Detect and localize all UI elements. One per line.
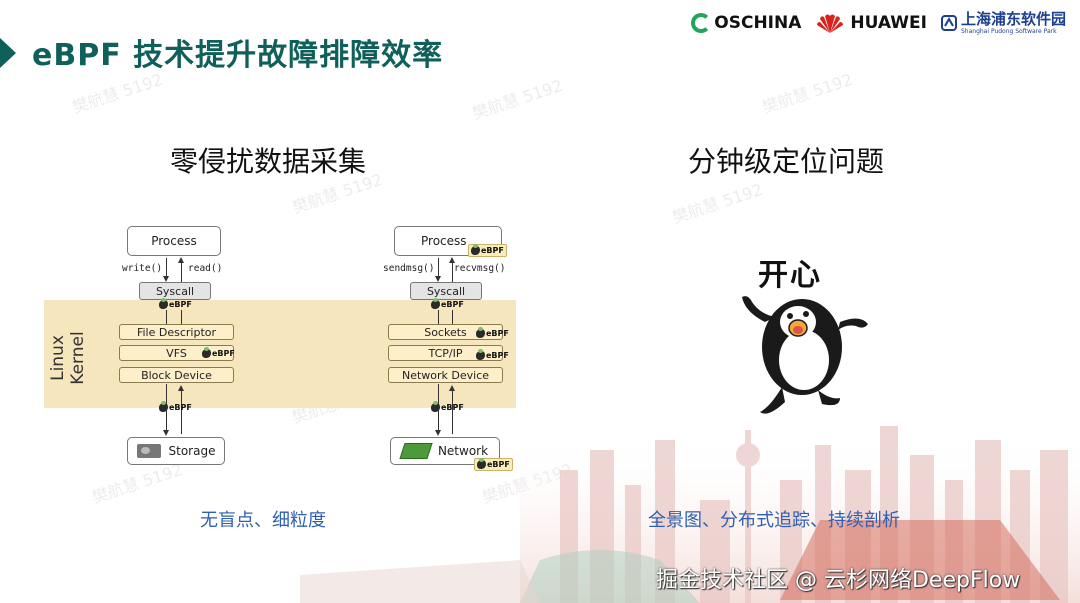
network-label: Network xyxy=(438,444,488,458)
left-caption: 无盲点、细粒度 xyxy=(200,506,326,532)
arrow-up-icon xyxy=(449,257,455,263)
ebpf-label: eBPF xyxy=(441,403,464,412)
sendmsg-call-label: sendmsg() xyxy=(383,263,434,274)
ebpf-probe-badge: eBPF xyxy=(200,348,237,359)
bee-icon xyxy=(159,300,168,309)
arrow-down-icon xyxy=(163,430,169,436)
ebpf-label: eBPF xyxy=(441,300,464,309)
kernel-label: Linux Kernel xyxy=(48,322,88,394)
storage-connector xyxy=(181,310,182,324)
ebpf-probe-badge: eBPF xyxy=(474,328,511,339)
ebpf-label: eBPF xyxy=(169,300,192,309)
write-call-label: write() xyxy=(122,263,162,274)
ebpf-label: eBPF xyxy=(486,351,509,360)
arrow-down-icon xyxy=(435,430,441,436)
storage-connector xyxy=(181,260,182,282)
ebpf-label: eBPF xyxy=(487,460,510,469)
network-syscall-box: Syscall xyxy=(410,282,482,300)
ebpf-probe-badge: eBPF xyxy=(157,299,194,310)
storage-label: Storage xyxy=(169,444,216,458)
left-heading: 零侵扰数据采集 xyxy=(170,140,366,180)
bee-icon xyxy=(202,349,211,358)
huawei-logo-text: HUAWEI xyxy=(850,13,927,33)
storage-box: Storage xyxy=(127,437,225,465)
right-caption: 全景图、分布式追踪、持续剖析 xyxy=(648,506,900,532)
happy-penguin-card: 开心 xyxy=(690,222,912,426)
oschina-c-icon xyxy=(691,13,711,33)
pudong-emblem-icon xyxy=(941,15,957,31)
bee-icon xyxy=(431,403,440,412)
arrow-up-icon xyxy=(178,385,184,391)
arrow-up-icon xyxy=(449,385,455,391)
bee-icon xyxy=(159,403,168,412)
ebpf-probe-badge: eBPF xyxy=(474,458,513,471)
ebpf-label: eBPF xyxy=(212,349,235,358)
source-watermark: 掘金技术社区 @ 云杉网络DeepFlow xyxy=(656,562,1020,594)
network-connector xyxy=(438,310,439,324)
ebpf-probe-badge: eBPF xyxy=(474,350,511,361)
storage-connector xyxy=(166,310,167,324)
block-device-box: Block Device xyxy=(119,367,234,383)
pudong-logo-cn: 上海浦东软件园 xyxy=(961,12,1066,27)
ebpf-probe-badge: eBPF xyxy=(429,299,466,310)
storage-process-box: Process xyxy=(127,226,221,256)
network-connector xyxy=(452,260,453,282)
bee-icon xyxy=(476,351,485,360)
network-connector xyxy=(452,310,453,324)
oschina-logo: OSCHINA xyxy=(691,13,801,33)
pudong-logo-en: Shanghai Pudong Software Park xyxy=(961,29,1066,35)
oschina-logo-text: OSCHINA xyxy=(714,13,801,33)
bee-icon xyxy=(471,246,480,255)
penguin-icon xyxy=(690,222,912,426)
huawei-petal-icon xyxy=(815,12,845,34)
arrow-up-icon xyxy=(178,257,184,263)
bee-icon xyxy=(476,329,485,338)
file-descriptor-box: File Descriptor xyxy=(119,324,234,340)
huawei-logo: HUAWEI xyxy=(815,12,927,34)
kernel-label-linux: Linux xyxy=(48,322,68,394)
title-marker-icon xyxy=(0,38,16,68)
network-device-box: Network Device xyxy=(388,367,503,383)
kernel-label-kernel: Kernel xyxy=(68,322,88,394)
storage-syscall-box: Syscall xyxy=(139,282,211,300)
ebpf-probe-badge: eBPF xyxy=(468,244,507,257)
sponsor-logos: OSCHINA HUAWEI 上海浦东软件园 xyxy=(691,6,1066,40)
bee-icon xyxy=(477,460,486,469)
network-card-icon xyxy=(399,443,432,459)
slide-title: eBPF 技术提升故障排障效率 xyxy=(32,30,443,74)
ebpf-probe-badge: eBPF xyxy=(157,402,194,413)
ebpf-label: eBPF xyxy=(169,403,192,412)
hard-drive-icon xyxy=(137,444,161,458)
right-heading: 分钟级定位问题 xyxy=(688,140,884,180)
bee-icon xyxy=(431,300,440,309)
ebpf-probe-badge: eBPF xyxy=(429,402,466,413)
recvmsg-call-label: recvmsg() xyxy=(454,263,505,274)
read-call-label: read() xyxy=(188,263,222,274)
pudong-software-park-logo: 上海浦东软件园 Shanghai Pudong Software Park xyxy=(941,12,1066,35)
ebpf-label: eBPF xyxy=(481,246,504,255)
ebpf-label: eBPF xyxy=(486,329,509,338)
